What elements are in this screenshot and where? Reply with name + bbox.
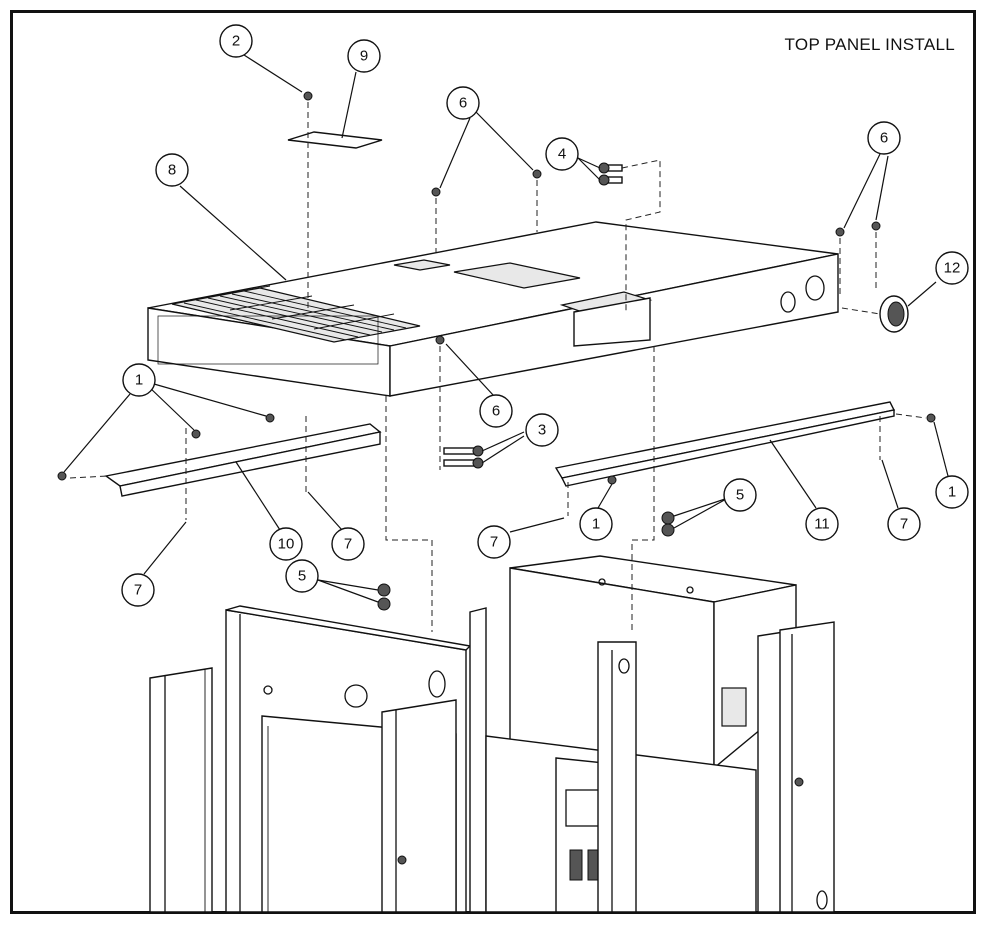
svg-text:8: 8 [168, 162, 176, 179]
svg-text:7: 7 [900, 516, 908, 533]
lower-frame-assembly [149, 555, 835, 913]
svg-text:6: 6 [459, 95, 467, 112]
callout-1-right: 1 [579, 507, 613, 541]
callout-leaders [63, 54, 949, 603]
callout-5-right: 5 [723, 478, 757, 512]
svg-text:12: 12 [944, 260, 961, 277]
svg-text:7: 7 [490, 534, 498, 551]
svg-text:3: 3 [538, 422, 546, 439]
callout-9: 9 [347, 39, 381, 73]
svg-text:5: 5 [736, 487, 744, 504]
svg-text:11: 11 [814, 516, 830, 533]
callout-6-top: 6 [446, 86, 480, 120]
svg-text:1: 1 [948, 484, 956, 501]
callout-7-left-mid: 7 [331, 527, 365, 561]
cover-plate [287, 131, 383, 149]
svg-text:4: 4 [558, 146, 566, 163]
svg-text:10: 10 [278, 536, 295, 553]
fasteners [57, 91, 936, 611]
callout-6-lower: 6 [479, 394, 513, 428]
vent-grid [183, 285, 407, 341]
callout-4: 4 [545, 137, 579, 171]
callout-1-far-right: 1 [935, 475, 969, 509]
callout-10: 10 [269, 527, 303, 561]
top-panel [147, 221, 839, 397]
callout-11: 11 [805, 507, 839, 541]
svg-text:1: 1 [592, 516, 600, 533]
callout-7-right: 7 [887, 507, 921, 541]
callout-3: 3 [525, 413, 559, 447]
callout-8: 8 [155, 153, 189, 187]
svg-text:7: 7 [344, 536, 352, 553]
drawing-title: TOP PANEL INSTALL [784, 35, 955, 54]
svg-text:5: 5 [298, 568, 306, 585]
callout-7-left-low: 7 [121, 573, 155, 607]
callout-12: 12 [935, 251, 969, 285]
callout-2: 2 [219, 24, 253, 58]
svg-text:6: 6 [492, 403, 500, 420]
svg-text:1: 1 [135, 372, 143, 389]
right-rail [554, 401, 896, 487]
assembly-lines [69, 102, 927, 632]
callout-7-center: 7 [477, 525, 511, 559]
svg-text:2: 2 [232, 33, 240, 50]
callout-5-left: 5 [285, 559, 319, 593]
svg-text:7: 7 [134, 582, 142, 599]
left-rail [104, 423, 382, 497]
callout-1-left: 1 [122, 363, 156, 397]
callout-6-right: 6 [867, 121, 901, 155]
svg-text:9: 9 [360, 48, 368, 65]
svg-text:6: 6 [880, 130, 888, 147]
